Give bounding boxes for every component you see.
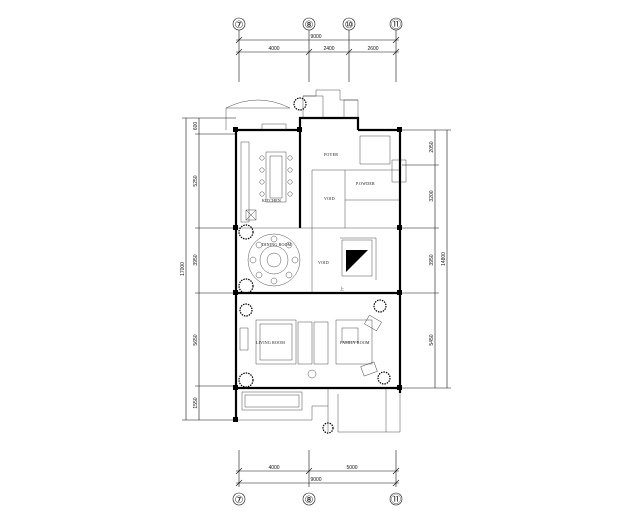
room-label-void-a: VOID [324,196,335,201]
living-room-furniture [239,314,382,379]
grid-label-11-top: ⑪ [391,19,401,31]
right-total-dimension: 14800 [441,252,447,266]
room-label-kitchen: KITCHEN [262,198,281,203]
grid-label-7-bottom: ⑦ [235,495,244,506]
top-dimension-2: 2400 [323,46,334,52]
top-dimension-1: 4000 [268,46,279,52]
top-dimension-group: ⑦ ⑧ ⑩ ⑪ 9000 4000 2400 2600 [232,17,403,82]
left-dimension-4: 5650 [193,334,199,345]
right-dimension-4: 5450 [429,334,435,345]
bottom-dimension-2: 5000 [346,465,357,471]
room-label-family: FAMILY ROOM [340,340,370,345]
right-dimension-2: 3200 [429,190,435,201]
left-dimension-3: 3950 [193,254,199,265]
room-label-void-b: VOID [318,260,329,265]
grid-label-7-top: ⑦ [235,20,244,31]
bottom-dimension-group: 4000 5000 9000 ⑦ ⑧ ⑪ [232,450,403,506]
room-label-dining: DINING ROOM [262,242,292,247]
grid-bubble-7-bottom [232,492,246,506]
grid-label-8-top: ⑧ [305,20,314,31]
dining-table-top [240,141,293,223]
grid-label-10-top: ⑩ [345,20,354,31]
stair-up-mark: 上 [340,285,344,291]
left-dimension-1: 600 [193,122,199,131]
left-dimension-2: 5250 [193,175,199,186]
building-walls [225,89,407,433]
room-label-powder: P.OWDER [356,181,375,186]
right-dimension-3: 3950 [429,254,435,265]
room-label-foyer: FOYER [324,152,338,157]
top-total-dimension: 9000 [310,34,321,40]
grid-label-11-bottom: ⑪ [391,494,401,506]
right-dimension-1: 2050 [429,141,435,152]
right-dimension-group: 2050 3200 3950 5450 14800 [402,129,451,389]
round-dining-table [247,233,301,287]
left-dimension-group: 17000 600 5250 3950 5650 1550 [180,117,236,421]
left-dimension-5: 1550 [193,397,199,408]
top-dimension-3: 2600 [367,46,378,52]
stair-symbol [340,237,377,280]
plant-symbols [238,97,391,434]
grid-bubble-11-bottom [389,492,403,506]
bottom-dimension-1: 4000 [268,465,279,471]
bottom-total-dimension: 9000 [310,477,321,483]
room-label-living: LIVING ROOM [256,340,285,345]
grid-label-8-bottom: ⑧ [305,495,314,506]
left-total-dimension: 17000 [180,262,186,276]
grid-bubble-8-bottom [302,492,316,506]
